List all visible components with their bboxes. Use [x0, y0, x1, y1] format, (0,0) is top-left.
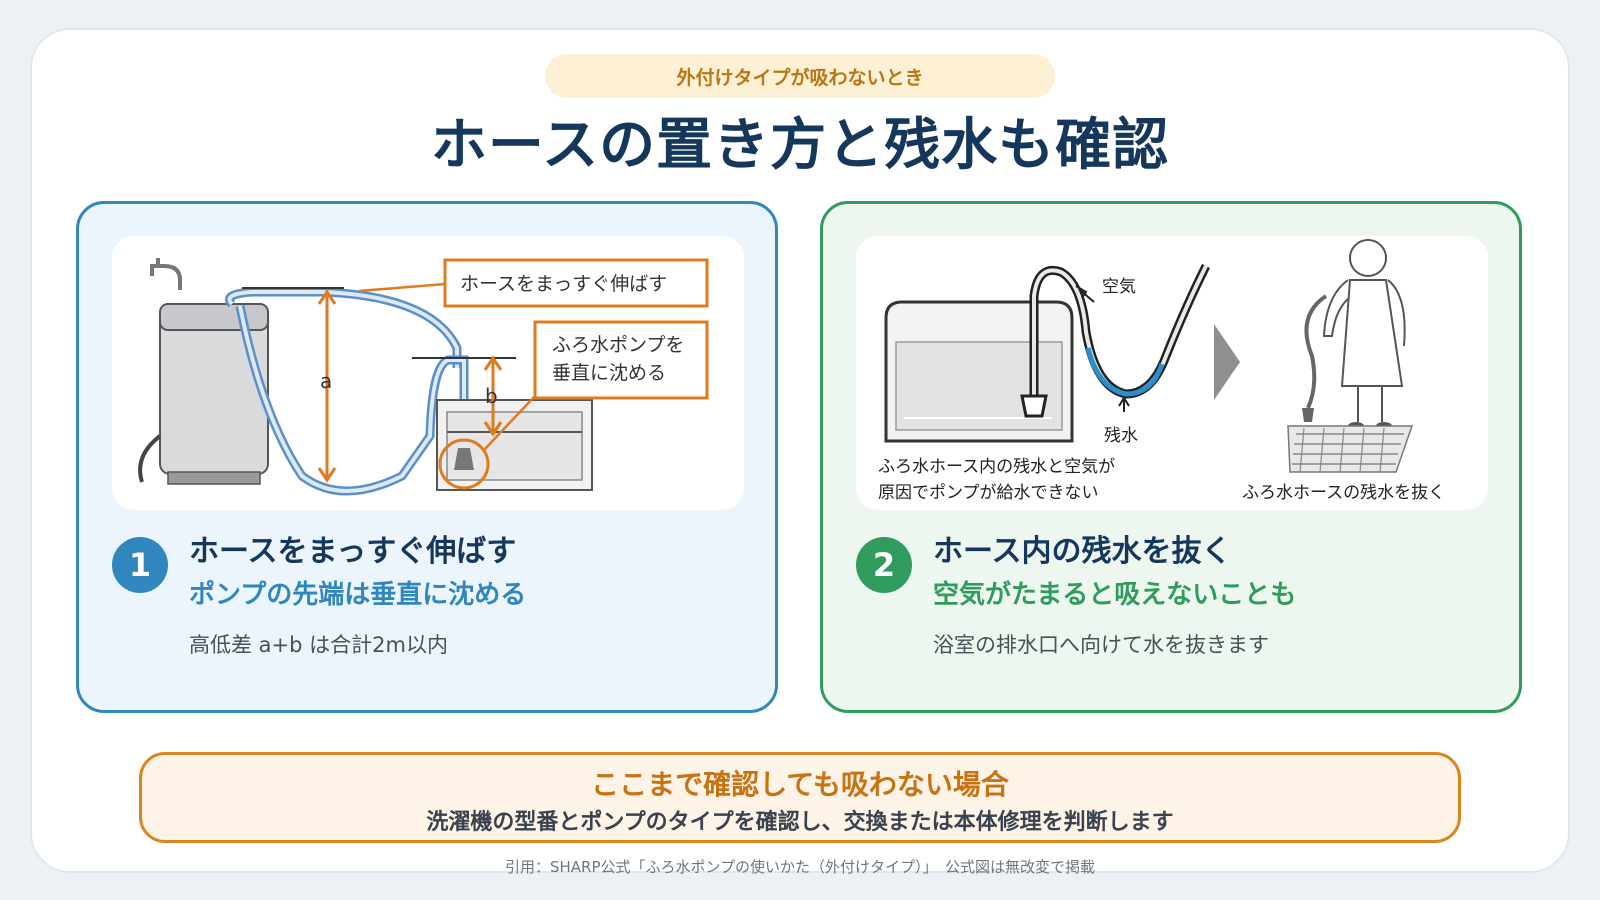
next-arrow-icon — [1214, 324, 1240, 400]
washer-hose-diagram: a b ホースをまっすぐ伸ばす — [138, 258, 709, 496]
citation: 引用：SHARP公式「ふろ水ポンプの使いかた（外付けタイプ）」 公式図は無改変で… — [504, 858, 1096, 876]
caption-left-line1: ふろ水ホース内の残水と空気が — [878, 457, 1115, 477]
caption-left-line2: 原因でポンプが給水できない — [878, 483, 1099, 503]
step-1-panel: a b ホースをまっすぐ伸ばす — [76, 201, 778, 713]
step-1-note: 高低差 a+b は合計2m以内 — [189, 633, 448, 657]
faucet-icon — [150, 258, 182, 290]
header-tag: 外付けタイプが吸わないとき — [545, 54, 1055, 98]
fallback-title: ここまで確認しても吸わない場合 — [591, 768, 1009, 801]
label-b: b — [485, 384, 498, 408]
height-b-arrow — [483, 355, 503, 437]
callout-pump-line2: 垂直に沈める — [552, 362, 666, 384]
height-a-arrow — [317, 289, 337, 483]
bathtub-icon — [436, 399, 593, 491]
residual-water-diagram: 空気 残水 ふろ水ホース内の残水と空気が 原因でポンプが給水できない — [878, 239, 1445, 503]
hose-icon — [225, 287, 469, 496]
fallback-text: 洗濯機の型番とポンプのタイプを確認し、交換または本体修理を判断します — [426, 810, 1174, 835]
step-2-note: 浴室の排水口へ向けて水を抜きます — [933, 633, 1269, 657]
person-draining-icon — [1302, 239, 1406, 430]
label-residual: 残水 — [1104, 426, 1138, 446]
caption-right: ふろ水ホースの残水を抜く — [1242, 483, 1445, 503]
step-2-panel: 空気 残水 ふろ水ホース内の残水と空気が 原因でポンプが給水できない — [820, 201, 1522, 713]
washing-machine-icon — [138, 303, 269, 485]
step-1-badge: 1 — [112, 537, 168, 593]
label-a: a — [320, 369, 332, 393]
pump-icon — [438, 438, 490, 490]
fallback-box: ここまで確認しても吸わない場合 洗濯機の型番とポンプのタイプを確認し、交換または… — [139, 752, 1461, 843]
bathtub-icon — [884, 300, 1074, 443]
label-air: 空気 — [1102, 277, 1136, 297]
step-2-title: ホース内の残水を抜く — [933, 534, 1232, 569]
callout-pump-line1: ふろ水ポンプを — [552, 334, 684, 356]
callout-straight-hose: ホースをまっすぐ伸ばす — [460, 273, 667, 295]
step-2-badge: 2 — [856, 537, 912, 593]
drain-floor-icon — [1287, 425, 1414, 473]
step-2-subtitle: 空気がたまると吸えないことも — [933, 580, 1297, 610]
step-1-title: ホースをまっすぐ伸ばす — [189, 534, 517, 569]
hose-icon — [1020, 263, 1211, 418]
step-2-illustration: 空気 残水 ふろ水ホース内の残水と空気が 原因でポンプが給水できない — [856, 236, 1488, 510]
step-1-subtitle: ポンプの先端は垂直に沈める — [189, 580, 527, 610]
page-title: ホースの置き方と残水も確認 — [430, 113, 1170, 178]
step-1-illustration: a b ホースをまっすぐ伸ばす — [112, 236, 744, 510]
